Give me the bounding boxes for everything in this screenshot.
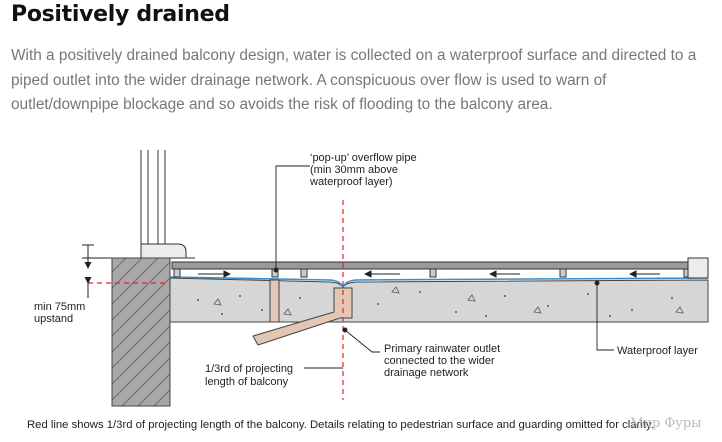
svg-text:length of balcony: length of balcony xyxy=(205,376,289,388)
outlet-label: Primary rainwater outlet connected to th… xyxy=(384,343,500,379)
svg-text:drainage network: drainage network xyxy=(384,367,469,379)
svg-text:Primary rainwater outlet: Primary rainwater outlet xyxy=(384,343,500,355)
brick-wall xyxy=(111,257,171,407)
svg-text:waterproof layer): waterproof layer) xyxy=(309,176,393,188)
projecting-label: 1/3rd of projecting length of balcony xyxy=(205,363,293,388)
svg-text:1/3rd of projecting: 1/3rd of projecting xyxy=(205,363,293,375)
svg-text:‘pop-up’ overflow pipe: ‘pop-up’ overflow pipe xyxy=(310,152,417,164)
overflow-label: ‘pop-up’ overflow pipe (min 30mm above w… xyxy=(309,152,417,188)
svg-text:upstand: upstand xyxy=(34,313,73,325)
wall-frame xyxy=(108,150,195,259)
upstand-label: min 75mm upstand xyxy=(34,301,85,325)
intro-paragraph: With a positively drained balcony design… xyxy=(11,47,697,113)
waterproof-label: Waterproof layer xyxy=(617,345,698,357)
outlet-pipe xyxy=(252,287,353,346)
diagram-caption: Red line shows 1/3rd of projecting lengt… xyxy=(27,419,654,431)
overflow-pipe xyxy=(269,279,280,323)
watermark: Мир Фуры xyxy=(630,416,702,431)
svg-text:(min 30mm above: (min 30mm above xyxy=(310,164,398,176)
svg-text:min 75mm: min 75mm xyxy=(34,301,85,313)
page-title: Positively drained xyxy=(11,2,230,27)
leader-lines xyxy=(273,165,614,369)
deck-boards xyxy=(171,257,709,279)
svg-text:connected to the wider: connected to the wider xyxy=(384,355,495,367)
upstand-dimension xyxy=(82,244,108,298)
concrete-slab xyxy=(169,277,709,323)
